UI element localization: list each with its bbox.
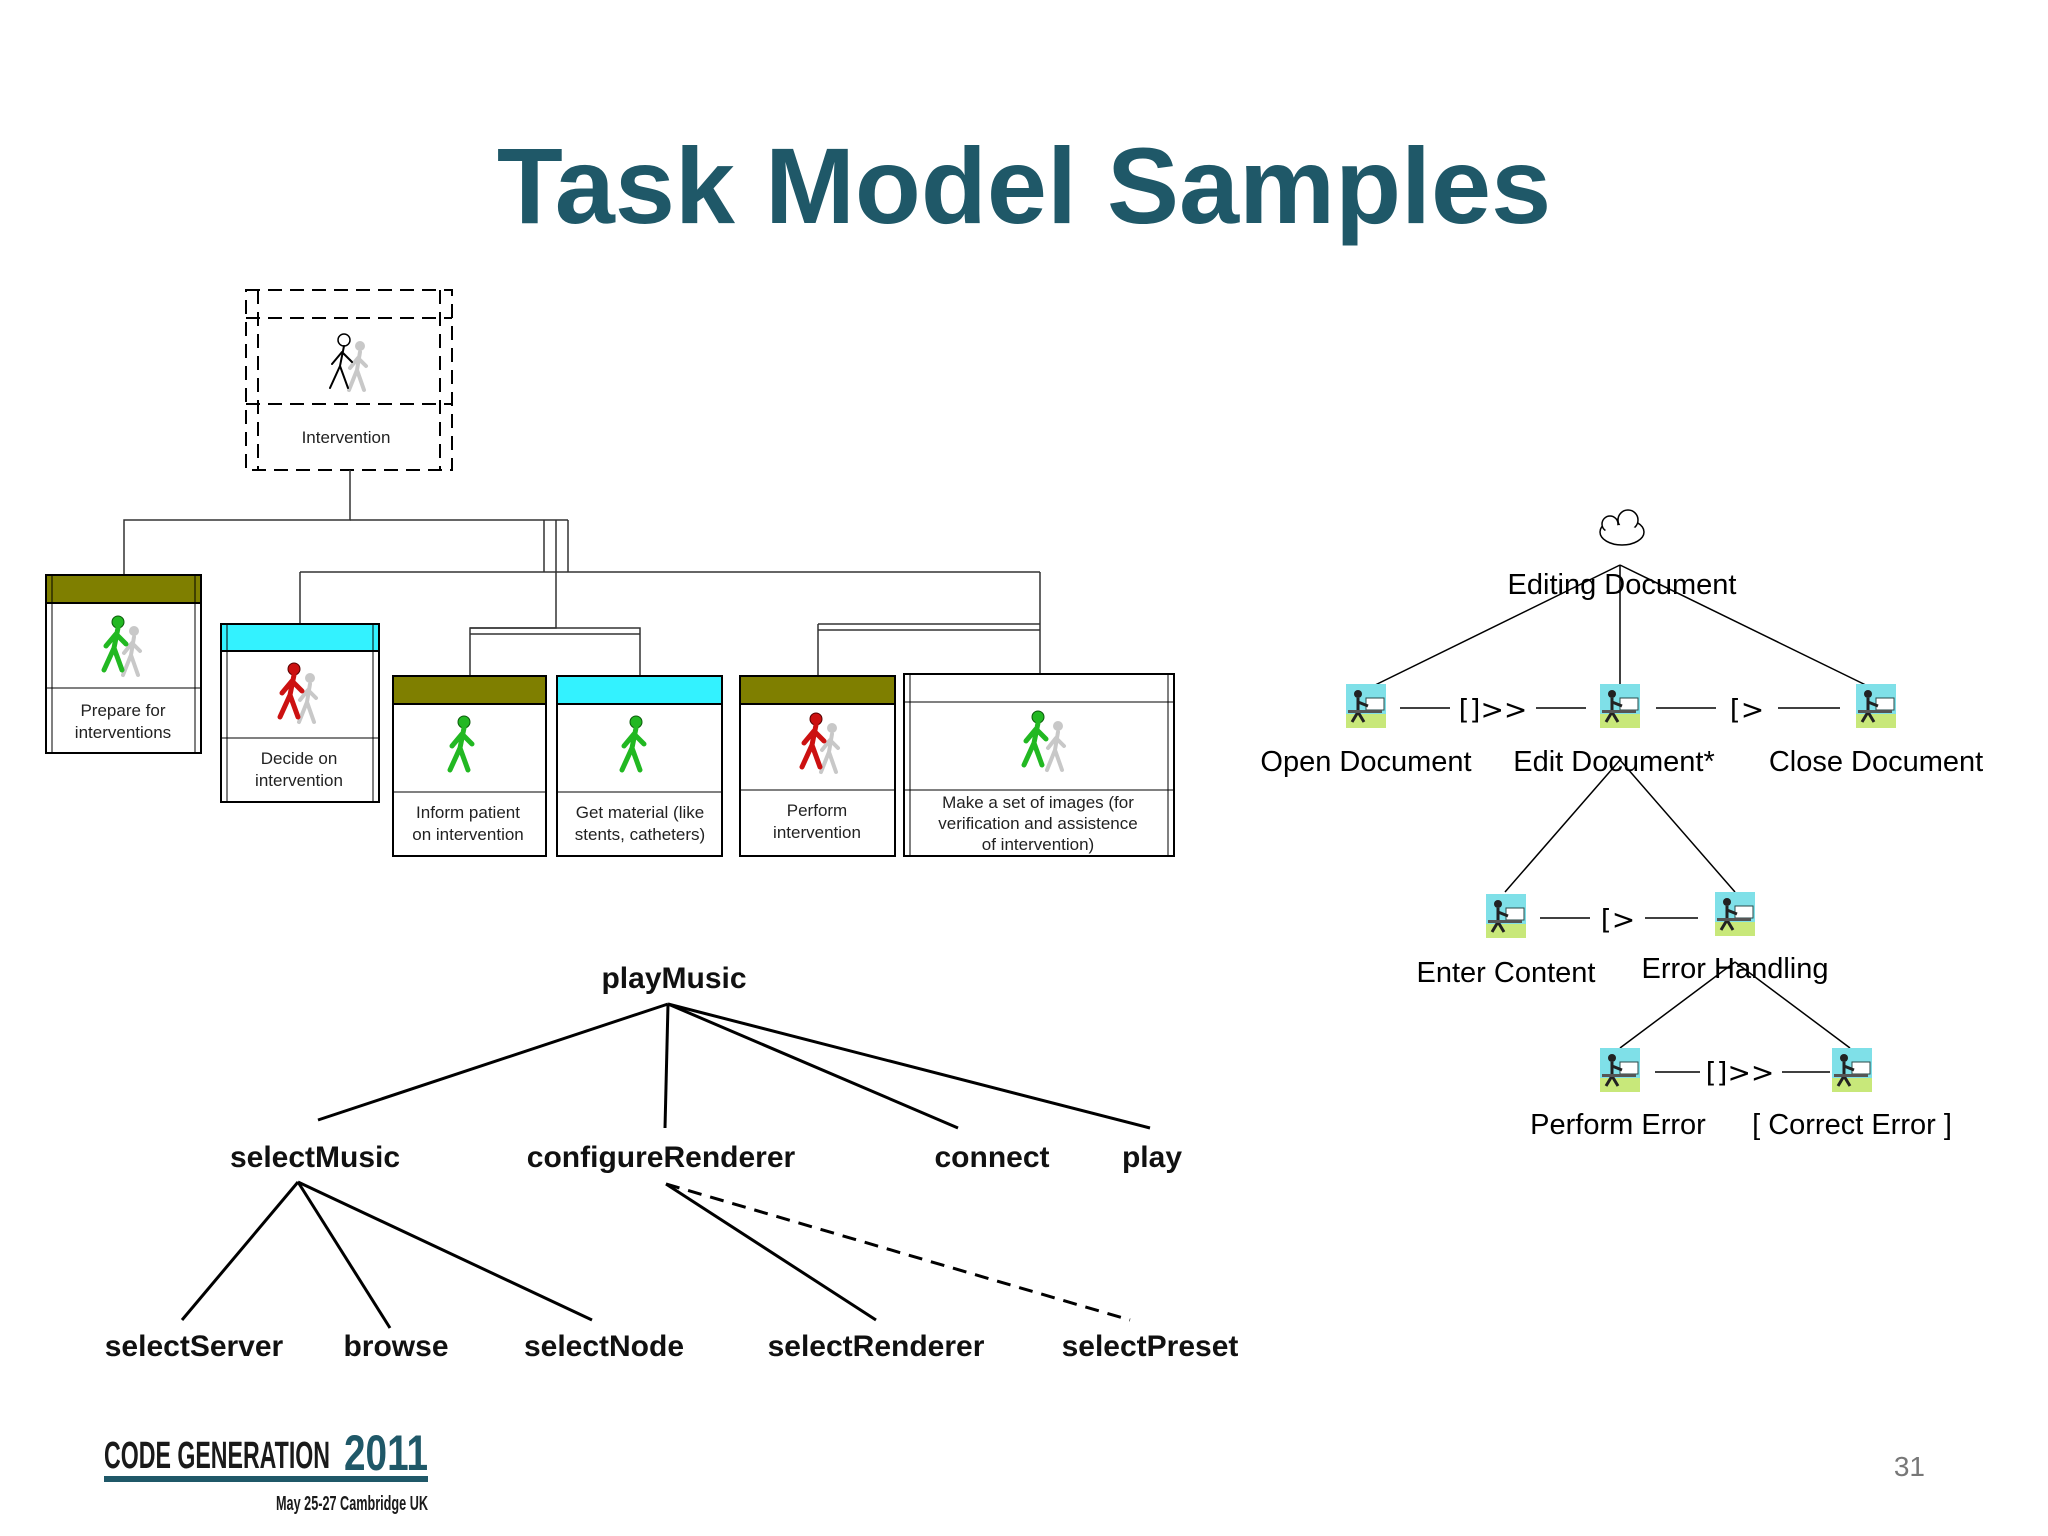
task-label-line: verification and assistence [938,814,1137,833]
logo-year: 2011 [344,1425,428,1481]
ctt-task-icon [1484,892,1528,940]
conference-logo: CODE GENERATION 2011 May 25-27 Cambridge… [104,1425,428,1515]
ctt-task-icon [1713,890,1757,938]
ctt-node-label: Perform Error [1530,1109,1706,1141]
ctt-node-label: Open Document [1260,746,1471,778]
editing-document-tree: Editing Document []>> [> Open Document E… [1260,509,1983,1141]
task-node-inform: Inform patient on intervention [392,675,547,857]
user-figure-icon [347,339,368,392]
logo-code-generation: CODE GENERATION [104,1435,330,1477]
ctt-operator: [> [1601,903,1635,936]
tree-node-label: selectNode [524,1330,684,1363]
intervention-connectors [123,470,1041,676]
intervention-root-label: Intervention [302,428,391,447]
intervention-root-node: Intervention [245,289,453,471]
logo-dates: May 25-27 Cambridge UK [276,1493,428,1515]
task-label-line: intervention [255,771,343,790]
ctt-task-icon [1598,1046,1642,1094]
tree-node-label: browse [343,1330,448,1363]
task-label-line: Decide on [261,749,338,768]
task-label-line: Inform patient [416,803,520,822]
cloud-icon [1599,509,1645,546]
slide-title: Task Model Samples [497,125,1551,246]
task-node-prepare: Prepare for interventions [45,574,202,754]
playmusic-edges [180,1002,1151,1329]
task-label-line: Get material (like [576,803,704,822]
ctt-task-icon [1598,682,1642,730]
tree-node-label: connect [934,1141,1049,1174]
task-label-line: intervention [773,823,861,842]
task-label-line: of intervention) [982,835,1094,854]
tree-node-label: configureRenderer [527,1141,796,1174]
intervention-diagram: Intervention Pr [45,289,1175,857]
ctt-task-icon [1854,682,1898,730]
ctt-node-label: Edit Document* [1513,746,1715,778]
ctt-node-label: Editing Document [1508,569,1737,601]
user-figure-icon [329,333,353,389]
task-node-perform: Perform intervention [739,675,896,857]
task-label-line: stents, catheters) [575,825,705,844]
tree-node-label: playMusic [601,962,746,995]
tree-node-label: selectRenderer [768,1330,985,1363]
ctt-node-label: Enter Content [1417,957,1596,989]
editing-edges [1364,564,1877,1073]
task-node-make-images: Make a set of images (for verification a… [903,673,1175,857]
task-label-line: interventions [75,723,171,742]
tree-node-label: selectServer [105,1330,284,1363]
ctt-node-label: [ Correct Error ] [1752,1109,1952,1141]
task-node-get-material: Get material (like stents, catheters) [556,675,723,857]
ctt-task-icon [1344,682,1388,730]
ctt-operator: [> [1730,693,1764,726]
task-label-line: Make a set of images (for [942,793,1134,812]
tree-node-label: selectMusic [230,1141,400,1174]
task-label-line: on intervention [412,825,524,844]
tree-node-label: play [1122,1141,1182,1174]
ctt-task-icon [1830,1046,1874,1094]
ctt-node-label: Close Document [1769,746,1983,778]
task-node-decide: Decide on intervention [220,623,380,803]
ctt-node-label: Error Handling [1642,953,1829,985]
logo-underline [104,1476,428,1482]
page-number: 31 [1894,1451,1925,1482]
ctt-operator: []>> [1459,693,1528,726]
task-label-line: Perform [787,801,847,820]
task-label-line: Prepare for [80,701,165,720]
tree-node-label: selectPreset [1062,1330,1239,1363]
playmusic-tree: playMusic selectMusic configureRenderer … [105,962,1239,1363]
ctt-operator: []>> [1706,1056,1775,1089]
